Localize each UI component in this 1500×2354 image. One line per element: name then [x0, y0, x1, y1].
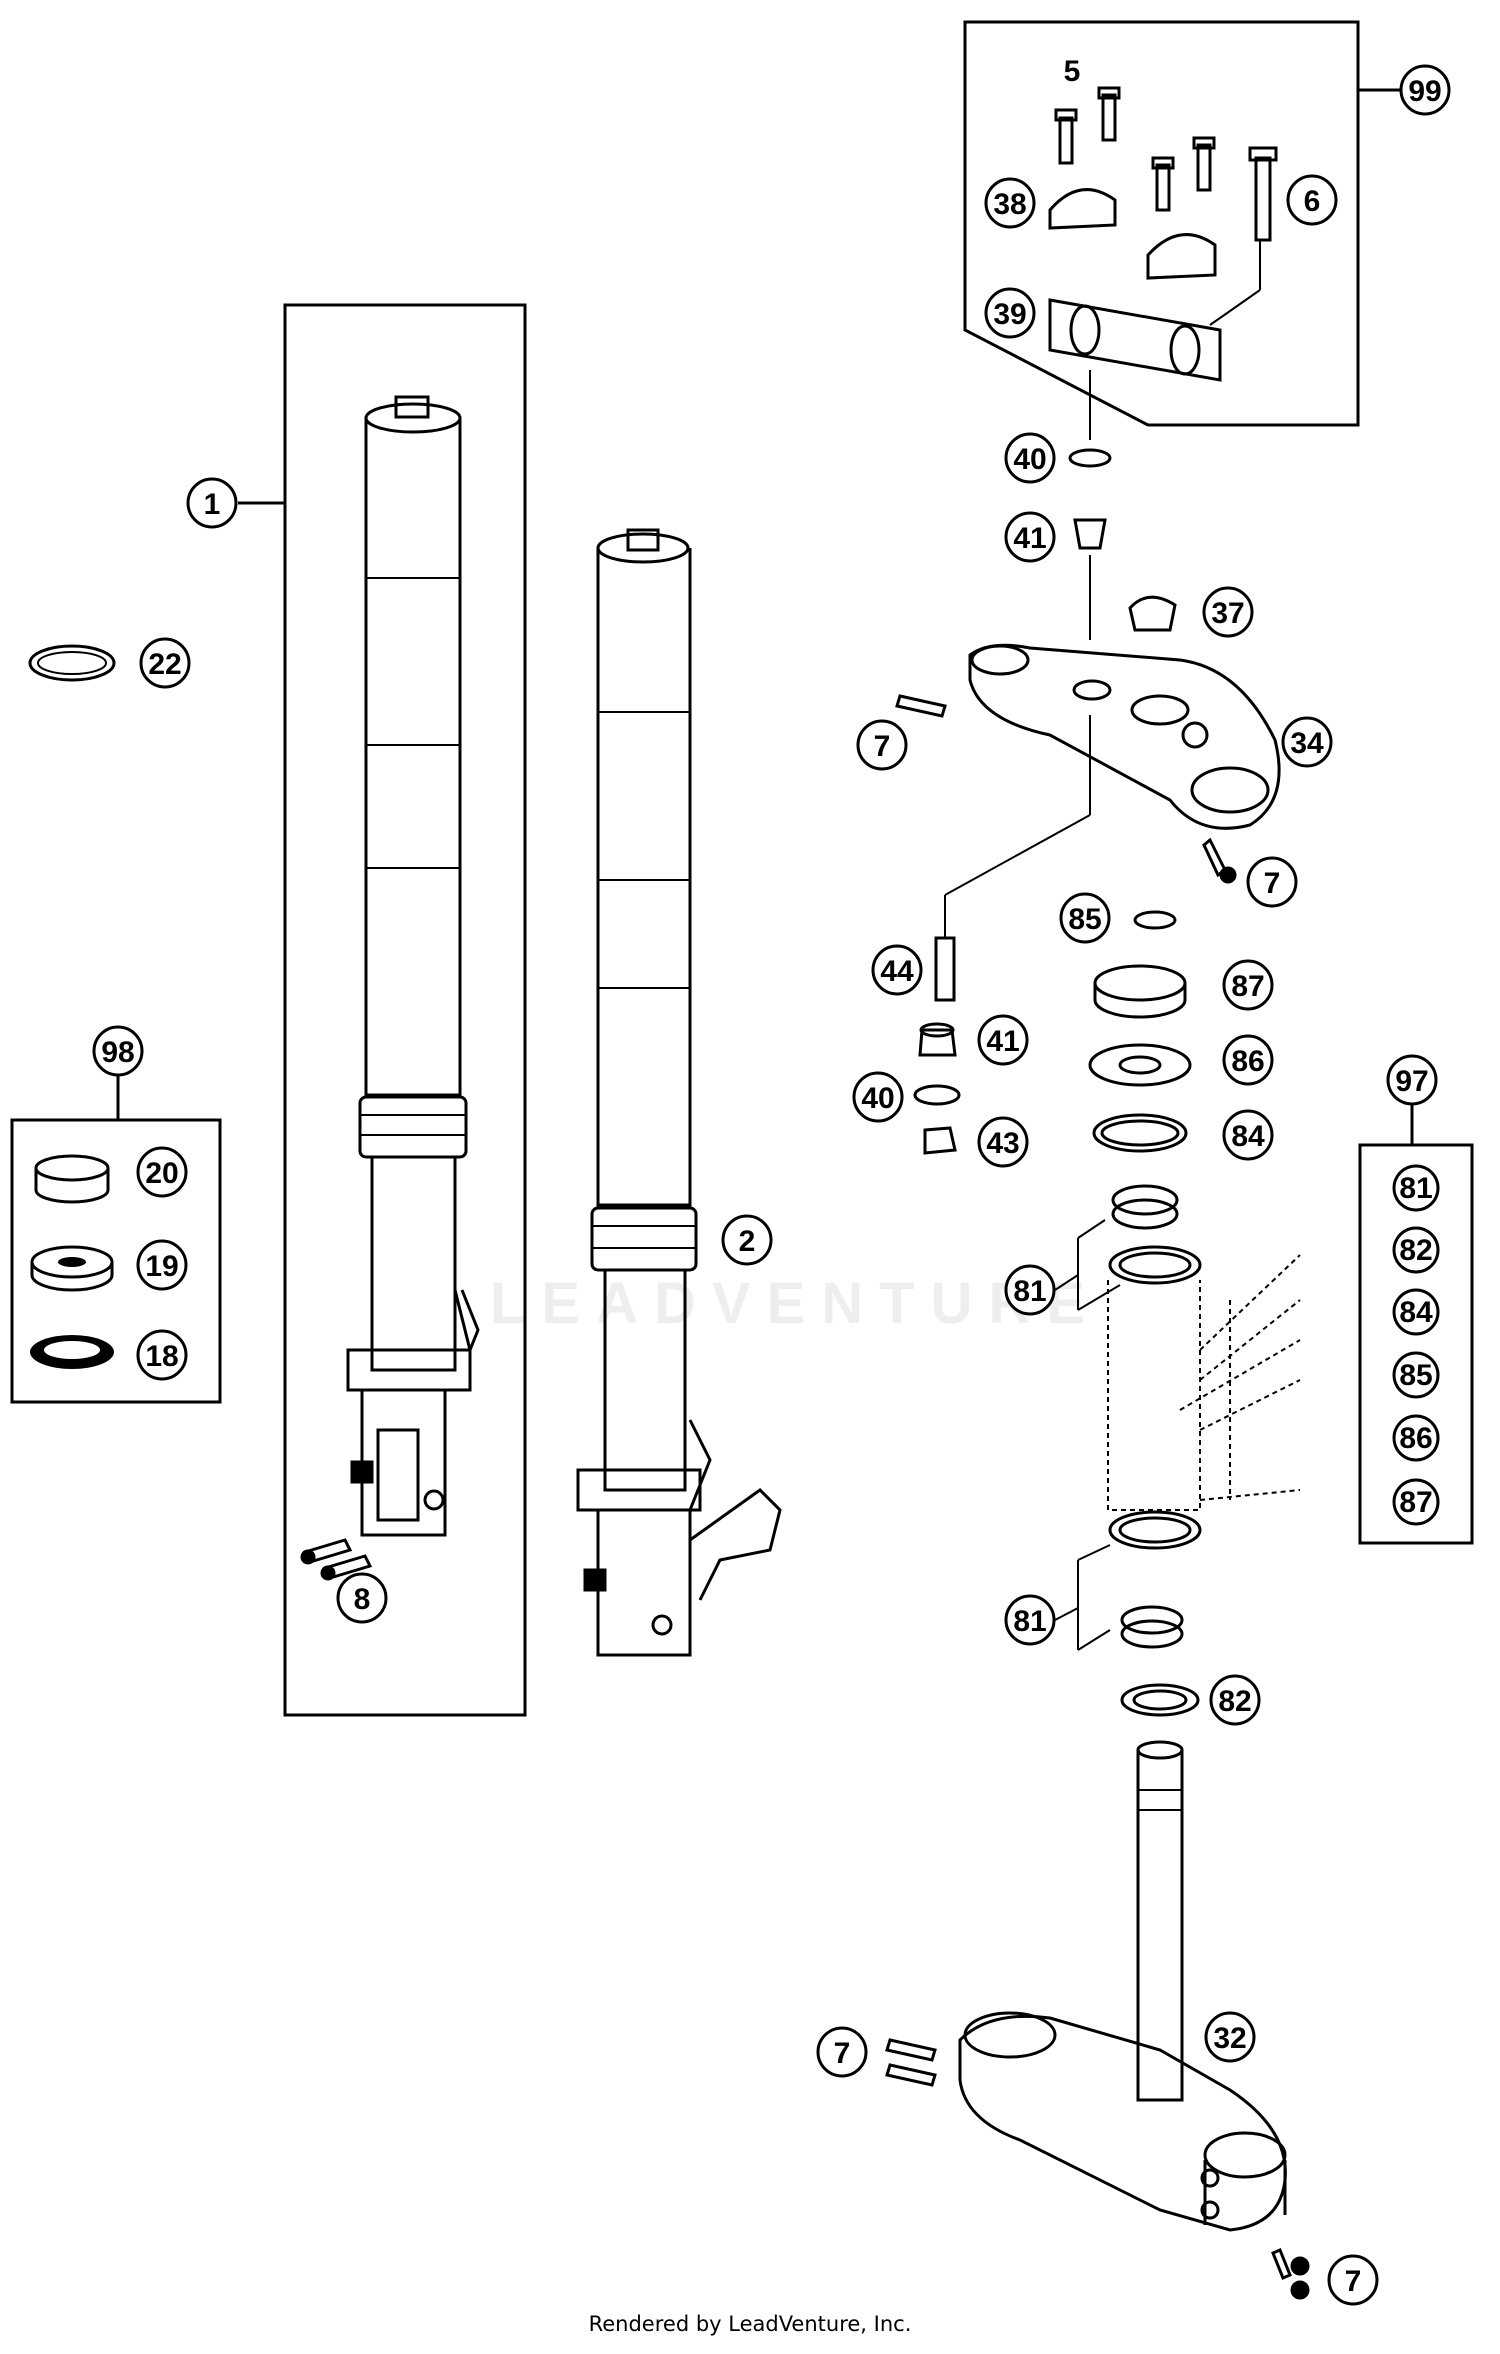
callout-85: 85: [1059, 892, 1111, 944]
svg-text:19: 19: [145, 1250, 178, 1283]
callout-34: 34: [1281, 716, 1333, 768]
svg-text:1: 1: [204, 488, 221, 521]
callout-98: 98: [92, 1025, 144, 1077]
svg-text:97: 97: [1395, 1065, 1428, 1098]
callout-82: 82: [1209, 1674, 1261, 1726]
svg-text:7: 7: [834, 2037, 851, 2070]
callout-40-b: 40: [852, 1071, 904, 1123]
svg-text:41: 41: [986, 1025, 1019, 1058]
watermark-text: LEADVENTURE: [490, 1271, 1102, 1336]
svg-text:99: 99: [1408, 75, 1441, 108]
kit-98-box: [10, 1075, 222, 1404]
callout-84: 84: [1222, 1109, 1274, 1161]
callout-7-d: 7: [1327, 2254, 1379, 2306]
o-ring-part: [28, 644, 116, 682]
footer-credit: Rendered by LeadVenture, Inc.: [588, 2312, 912, 2336]
svg-text:87: 87: [1399, 1486, 1432, 1519]
callout-81-a: 81: [1004, 1264, 1056, 1316]
svg-text:81: 81: [1399, 1172, 1432, 1205]
svg-text:85: 85: [1399, 1359, 1432, 1392]
svg-text:39: 39: [993, 298, 1026, 331]
svg-text:43: 43: [986, 1127, 1019, 1160]
svg-text:86: 86: [1399, 1422, 1432, 1455]
svg-text:2: 2: [739, 1225, 756, 1258]
callout-41-a: 41: [1004, 511, 1056, 563]
callout-2: 2: [721, 1214, 773, 1266]
callout-40-a: 40: [1004, 432, 1056, 484]
fork-leg-left: [283, 303, 527, 1717]
svg-text:5: 5: [1064, 55, 1081, 88]
callout-7-b: 7: [1246, 856, 1298, 908]
kit-97-item-2: 82: [1392, 1226, 1440, 1274]
callout-38: 38: [984, 177, 1036, 229]
callout-22: 22: [139, 637, 191, 689]
callout-20: 20: [136, 1146, 188, 1198]
svg-text:41: 41: [1013, 522, 1046, 555]
svg-text:38: 38: [993, 188, 1026, 221]
callout-19: 19: [136, 1239, 188, 1291]
callout-32: 32: [1204, 2011, 1256, 2063]
callout-97: 97: [1386, 1054, 1438, 1106]
steering-stem-parts: [885, 448, 1310, 2300]
kit-97-box: [1358, 1105, 1474, 1545]
callout-43: 43: [977, 1116, 1029, 1168]
svg-text:81: 81: [1013, 1605, 1046, 1638]
svg-text:44: 44: [880, 955, 914, 988]
svg-text:85: 85: [1068, 903, 1101, 936]
kit-97-item-6: 87: [1392, 1478, 1440, 1526]
callout-7-c: 7: [816, 2026, 868, 2078]
callout-41-b: 41: [977, 1014, 1029, 1066]
callout-7-a: 7: [856, 719, 908, 771]
svg-text:40: 40: [861, 1082, 894, 1115]
callout-18: 18: [136, 1329, 188, 1381]
callout-87: 87: [1222, 959, 1274, 1011]
callout-37: 37: [1202, 586, 1254, 638]
svg-text:32: 32: [1213, 2022, 1246, 2055]
callout-86: 86: [1222, 1034, 1274, 1086]
callout-6: 6: [1286, 174, 1338, 226]
svg-text:34: 34: [1290, 727, 1324, 760]
svg-text:98: 98: [101, 1036, 134, 1069]
svg-text:7: 7: [1264, 867, 1281, 900]
callout-5: 5: [1046, 44, 1098, 96]
callout-39: 39: [984, 287, 1036, 339]
fork-bolts: [300, 1538, 373, 1581]
svg-text:81: 81: [1013, 1275, 1046, 1308]
kit-97-item-4: 85: [1392, 1351, 1440, 1399]
svg-text:37: 37: [1211, 597, 1244, 630]
svg-text:20: 20: [145, 1157, 178, 1190]
kit-99-box: [963, 20, 1400, 440]
kit-97-item-3: 84: [1392, 1288, 1440, 1336]
svg-text:82: 82: [1218, 1685, 1251, 1718]
fork-leg-right: [576, 528, 782, 1657]
svg-text:22: 22: [148, 648, 181, 681]
svg-text:8: 8: [354, 1583, 371, 1616]
svg-text:84: 84: [1231, 1120, 1265, 1153]
svg-text:6: 6: [1304, 185, 1321, 218]
callout-81-b: 81: [1004, 1594, 1056, 1646]
kit-97-item-1: 81: [1392, 1164, 1440, 1212]
svg-text:18: 18: [145, 1340, 178, 1373]
svg-text:84: 84: [1399, 1296, 1433, 1329]
svg-text:7: 7: [874, 730, 891, 763]
svg-text:86: 86: [1231, 1045, 1264, 1078]
svg-text:40: 40: [1013, 443, 1046, 476]
kit-97-item-5: 86: [1392, 1414, 1440, 1462]
svg-text:82: 82: [1399, 1234, 1432, 1267]
svg-text:87: 87: [1231, 970, 1264, 1003]
callout-8: 8: [336, 1572, 388, 1624]
callout-1: 1: [186, 477, 238, 529]
callout-99: 99: [1399, 64, 1451, 116]
svg-text:7: 7: [1345, 2265, 1362, 2298]
callout-44: 44: [871, 944, 923, 996]
